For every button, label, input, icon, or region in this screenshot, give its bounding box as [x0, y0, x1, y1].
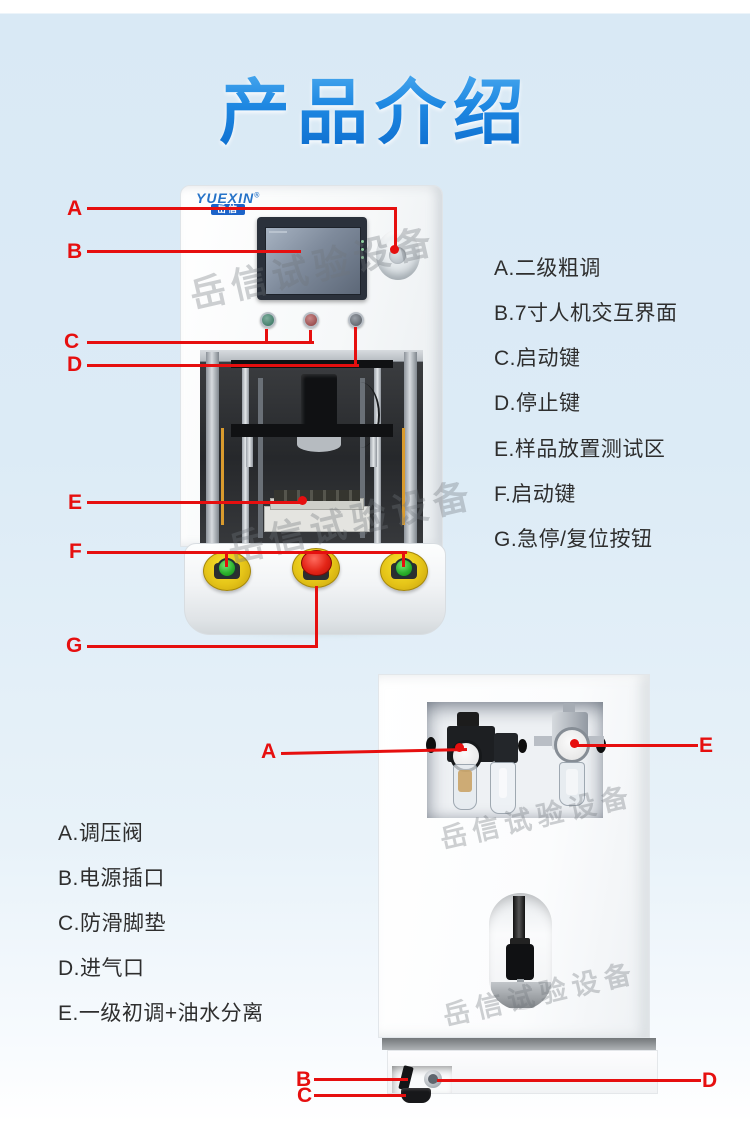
pipe-hole: [518, 739, 527, 753]
pipe: [588, 736, 604, 746]
callout-letter-c: C: [64, 330, 80, 353]
brand-logo: YUEXIN®: [196, 190, 260, 206]
screen-logo-strip: [269, 231, 287, 233]
light-curtain-strip: [221, 428, 224, 525]
callout-line: [314, 1078, 408, 1081]
guide-rod: [242, 360, 249, 544]
touchscreen: [265, 227, 361, 295]
guide-rod: [374, 360, 381, 544]
callout-letter-e: E: [68, 491, 83, 514]
valve-rod: [513, 896, 525, 946]
callout-letter-c: C: [297, 1084, 313, 1107]
mount-plate: [491, 982, 551, 1008]
callout-line: [225, 553, 228, 567]
callout-dot: [390, 245, 399, 254]
callout-dot: [298, 496, 307, 505]
valve-clamp: [506, 944, 534, 980]
guide-rod: [258, 378, 263, 538]
callout-dot: [570, 739, 579, 748]
callout-letter-d: D: [702, 1069, 718, 1092]
callout-letter-b: B: [296, 1068, 312, 1091]
legend-item: C.启动键: [494, 347, 581, 370]
cable: [340, 382, 380, 448]
callout-line: [87, 501, 305, 504]
pipe-hole: [426, 737, 436, 753]
legend-item: C.防滑脚垫: [58, 912, 166, 935]
support-post: [246, 437, 253, 467]
start-key: [260, 312, 276, 328]
legend-item: G.急停/复位按钮: [494, 528, 653, 551]
regulator-knob: [457, 712, 479, 728]
support-post: [370, 437, 377, 467]
legend-item: A.调压阀: [58, 822, 144, 845]
frame-column: [206, 352, 219, 544]
screen-led: [361, 256, 364, 259]
callout-line: [87, 207, 397, 210]
press-plate: [231, 424, 393, 437]
registered-mark: ®: [254, 192, 261, 200]
callout-letter-a: A: [67, 197, 83, 220]
callout-letter-b: B: [67, 240, 83, 263]
press-actuator: [301, 374, 337, 428]
callout-line: [315, 586, 318, 648]
screen-led: [361, 248, 364, 251]
legend-item: F.启动键: [494, 483, 576, 506]
page-title: 产品介绍: [0, 56, 750, 158]
lubricator-body: [494, 733, 518, 763]
estop-reset-button: [301, 550, 332, 576]
callout-line: [437, 1079, 701, 1082]
callout-letter-d: D: [67, 353, 83, 376]
callout-line: [87, 341, 314, 344]
callout-line: [309, 330, 312, 343]
light-curtain-strip: [402, 428, 405, 525]
legend-item: B.电源插口: [58, 867, 165, 890]
valve-cutout: [489, 893, 552, 1010]
press-head: [297, 437, 341, 452]
frame-column: [404, 352, 417, 544]
screen-led: [361, 240, 364, 243]
callout-line: [87, 645, 318, 648]
legend-item: E.样品放置测试区: [494, 438, 666, 461]
air-inlet-core: [428, 1074, 438, 1084]
callout-letter-e: E: [699, 734, 714, 757]
callout-line: [354, 327, 357, 367]
callout-line: [87, 364, 359, 367]
guide-rod: [360, 378, 365, 538]
legend-item: D.停止键: [494, 392, 581, 415]
pipe: [534, 736, 552, 746]
legend-item: E.一级初调+油水分离: [58, 1002, 264, 1025]
callout-line: [87, 551, 407, 554]
legend-item: D.进气口: [58, 957, 145, 980]
callout-line: [402, 553, 405, 567]
callout-line: [87, 250, 301, 253]
callout-letter-f: F: [69, 540, 82, 563]
callout-line: [265, 329, 268, 343]
callout-letter-a: A: [261, 740, 277, 763]
bowl-highlight: [499, 768, 507, 798]
callout-line: [314, 1094, 406, 1097]
filter-element: [458, 770, 472, 792]
valve-chuck: [510, 938, 530, 948]
callout-letter-g: G: [66, 634, 83, 657]
legend-item: A.二级粗调: [494, 257, 601, 280]
sample-under-test: [274, 490, 360, 501]
legend-item: B.7寸人机交互界面: [494, 302, 678, 325]
stop-key: [303, 312, 319, 328]
anti-slip-foot: [401, 1088, 431, 1103]
bowl-highlight: [566, 769, 578, 795]
brand-name: YUEXIN: [196, 190, 255, 206]
callout-line: [577, 744, 698, 747]
callout-dot: [455, 743, 464, 752]
callout-line: [394, 207, 397, 251]
trim-stripe: [382, 1038, 656, 1050]
